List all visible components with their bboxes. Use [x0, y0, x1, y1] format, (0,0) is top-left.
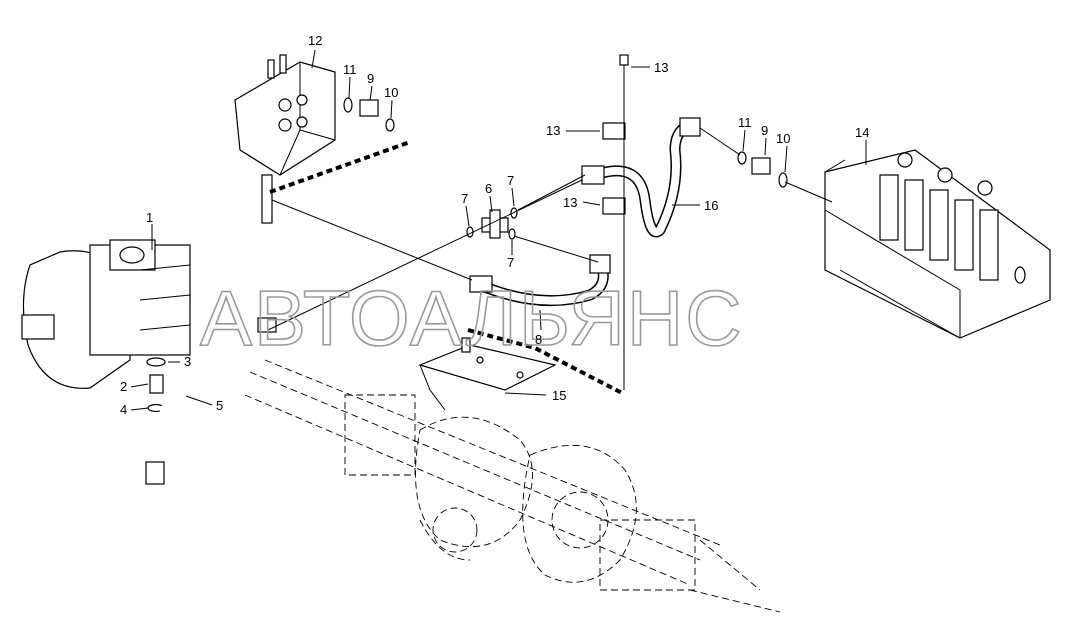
- callout-numbers: 1 3 2 4 5 12 11 9 10 6 7 7 7 8 13 13 13 …: [120, 33, 869, 417]
- watermark-text: АВТОАЛЬЯНС: [200, 274, 744, 362]
- pipe-lines: [267, 95, 833, 390]
- valve-bank-14: [824, 149, 1051, 339]
- callout-6: 6: [485, 181, 492, 196]
- tee-fitting-6: [466, 207, 518, 240]
- callout-5: 5: [216, 398, 223, 413]
- hose-16: [581, 117, 701, 238]
- hydraulic-pump-1: [21, 239, 191, 389]
- callout-7-left: 7: [461, 191, 468, 206]
- callout-3: 3: [184, 354, 191, 369]
- callout-14: 14: [855, 125, 869, 140]
- fittings-top-right: [737, 151, 788, 188]
- callout-13-bolt: 13: [654, 60, 668, 75]
- callout-7-bottom: 7: [507, 255, 514, 270]
- callout-13-clamp-bottom: 13: [563, 195, 577, 210]
- fittings-top-left: [343, 97, 395, 132]
- clamps-13: [602, 54, 629, 215]
- callout-16: 16: [704, 198, 718, 213]
- callout-4: 4: [120, 402, 127, 417]
- leader-lines: [130, 49, 867, 411]
- callout-1: 1: [146, 210, 153, 225]
- control-valve-12: [234, 54, 336, 224]
- callout-9-left: 9: [367, 71, 374, 86]
- fittings-pump: [146, 357, 166, 413]
- callout-13-clamp-top: 13: [546, 123, 560, 138]
- callout-11-left: 11: [343, 62, 357, 77]
- bracket-15: [418, 337, 557, 411]
- drain-lines: [269, 140, 623, 395]
- callout-7-top: 7: [507, 173, 514, 188]
- axle-phantom: [244, 359, 781, 613]
- callout-9-right: 9: [761, 123, 768, 138]
- callout-11-right: 11: [738, 115, 752, 130]
- callout-10-right: 10: [776, 131, 790, 146]
- callout-2: 2: [120, 379, 127, 394]
- callout-15: 15: [552, 388, 566, 403]
- hose-8: [469, 254, 611, 307]
- callout-8: 8: [535, 332, 542, 347]
- callout-10-left: 10: [384, 85, 398, 100]
- callout-12: 12: [308, 33, 322, 48]
